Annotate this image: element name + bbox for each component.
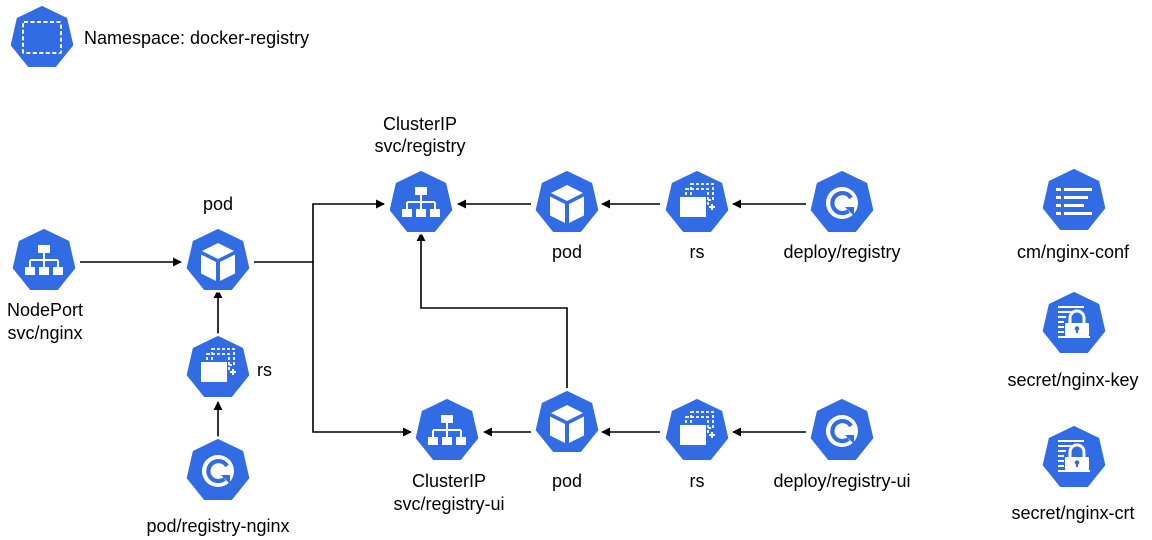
- node-label-line1: cm/nginx-conf: [1017, 242, 1130, 262]
- node-label-line1: secret/nginx-key: [1007, 370, 1138, 390]
- deployment-icon: [826, 187, 858, 219]
- node-label-line1: pod: [552, 242, 582, 262]
- node-svc-registry-ui[interactable]: ClusterIP svc/registry-ui: [393, 396, 505, 515]
- node-label-line1: rs: [690, 471, 705, 491]
- node-pod-main[interactable]: pod: [184, 194, 252, 293]
- node-rs-nginx[interactable]: rs: [184, 333, 272, 400]
- node-rs-registry[interactable]: rs: [663, 168, 731, 263]
- pod-badge: [533, 168, 601, 235]
- pod-badge: [533, 388, 601, 455]
- edges: [80, 199, 806, 438]
- node-label-line1: pod: [552, 471, 582, 491]
- edge-pod-to-svc-registry: [254, 199, 385, 263]
- deployment-icon: [826, 415, 858, 447]
- node-label-line1: secret/nginx-crt: [1011, 503, 1134, 523]
- node-label-line1: rs: [257, 360, 272, 380]
- node-svc-nginx[interactable]: NodePort svc/nginx: [7, 226, 83, 344]
- node-label-line1: NodePort: [7, 300, 83, 320]
- node-deploy-registry[interactable]: deploy/registry: [783, 168, 901, 263]
- edge-pod-to-svc-registry-ui: [312, 262, 412, 437]
- namespace-badge: [8, 3, 76, 70]
- node-cm-nginx-conf[interactable]: cm/nginx-conf: [1017, 166, 1130, 263]
- node-label-line1: pod/registry-nginx: [146, 516, 289, 536]
- node-label-line1: ClusterIP: [412, 471, 486, 491]
- legend-label: Namespace: docker-registry: [84, 28, 309, 48]
- pod-badge: [184, 226, 252, 293]
- deployment-icon: [202, 455, 234, 487]
- node-label-line2: svc/registry: [374, 136, 465, 156]
- node-pod-registry-nginx[interactable]: pod/registry-nginx: [146, 436, 290, 537]
- node-label-line1: deploy/registry: [783, 242, 900, 262]
- node-svc-registry[interactable]: ClusterIP svc/registry: [374, 114, 466, 235]
- node-label-line1: ClusterIP: [383, 114, 457, 134]
- node-label-line1: deploy/registry-ui: [773, 471, 910, 491]
- node-pod-registry-ui[interactable]: pod: [533, 388, 601, 492]
- node-label-line1: rs: [690, 242, 705, 262]
- node-pod-registry[interactable]: pod: [533, 168, 601, 263]
- node-secret-nginx-key[interactable]: secret/nginx-key: [1007, 289, 1139, 391]
- node-secret-nginx-crt[interactable]: secret/nginx-crt: [1011, 423, 1135, 524]
- edge-pod-registry-ui-to-svc-registry: [416, 232, 568, 388]
- configmap-badge: [1040, 166, 1108, 233]
- node-rs-registry-ui[interactable]: rs: [663, 396, 731, 492]
- node-label-line2: svc/registry-ui: [393, 494, 504, 514]
- secret-badge: [1040, 289, 1108, 356]
- secret-badge: [1040, 423, 1108, 490]
- node-label-line1: pod: [203, 194, 233, 214]
- node-deploy-registry-ui[interactable]: deploy/registry-ui: [773, 396, 911, 492]
- node-label-line2: svc/nginx: [7, 323, 82, 343]
- legend: Namespace: docker-registry: [8, 3, 309, 70]
